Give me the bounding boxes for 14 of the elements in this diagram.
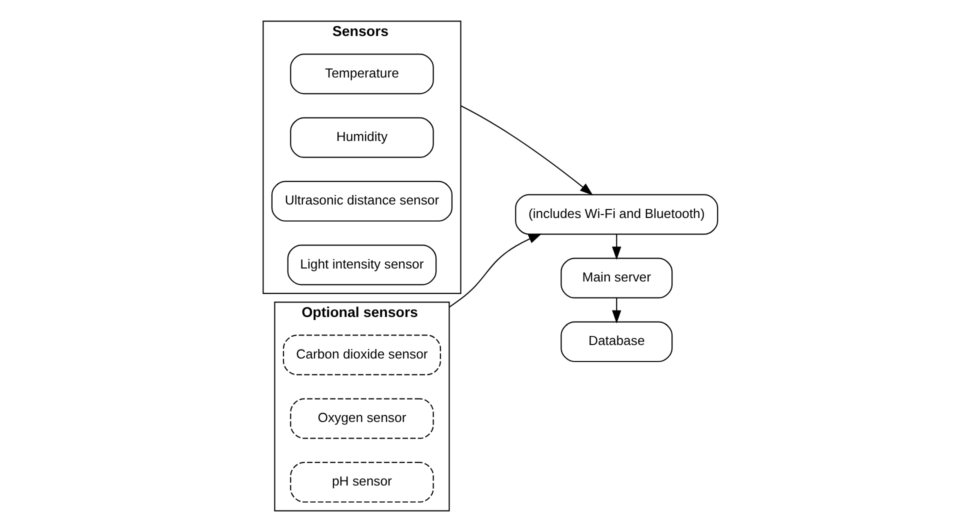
node-box: Light intensity sensor — [287, 244, 437, 286]
node-box: Carbon dioxide sensor — [282, 334, 441, 376]
node-box: Main server — [560, 258, 673, 298]
node-box: Humidity — [290, 117, 434, 158]
arrow — [460, 105, 594, 196]
node-box: pH sensor — [290, 462, 434, 503]
arrow — [612, 234, 622, 260]
node-box: (includes Wi-Fi and Bluetooth) — [515, 194, 718, 235]
node-box: Ultrasonic distance sensor — [271, 180, 453, 222]
node-box: Oxygen sensor — [290, 398, 434, 439]
arrow — [448, 234, 542, 308]
node-box: Temperature — [290, 54, 434, 94]
arrow — [612, 298, 622, 324]
node-box: Database — [560, 321, 673, 362]
